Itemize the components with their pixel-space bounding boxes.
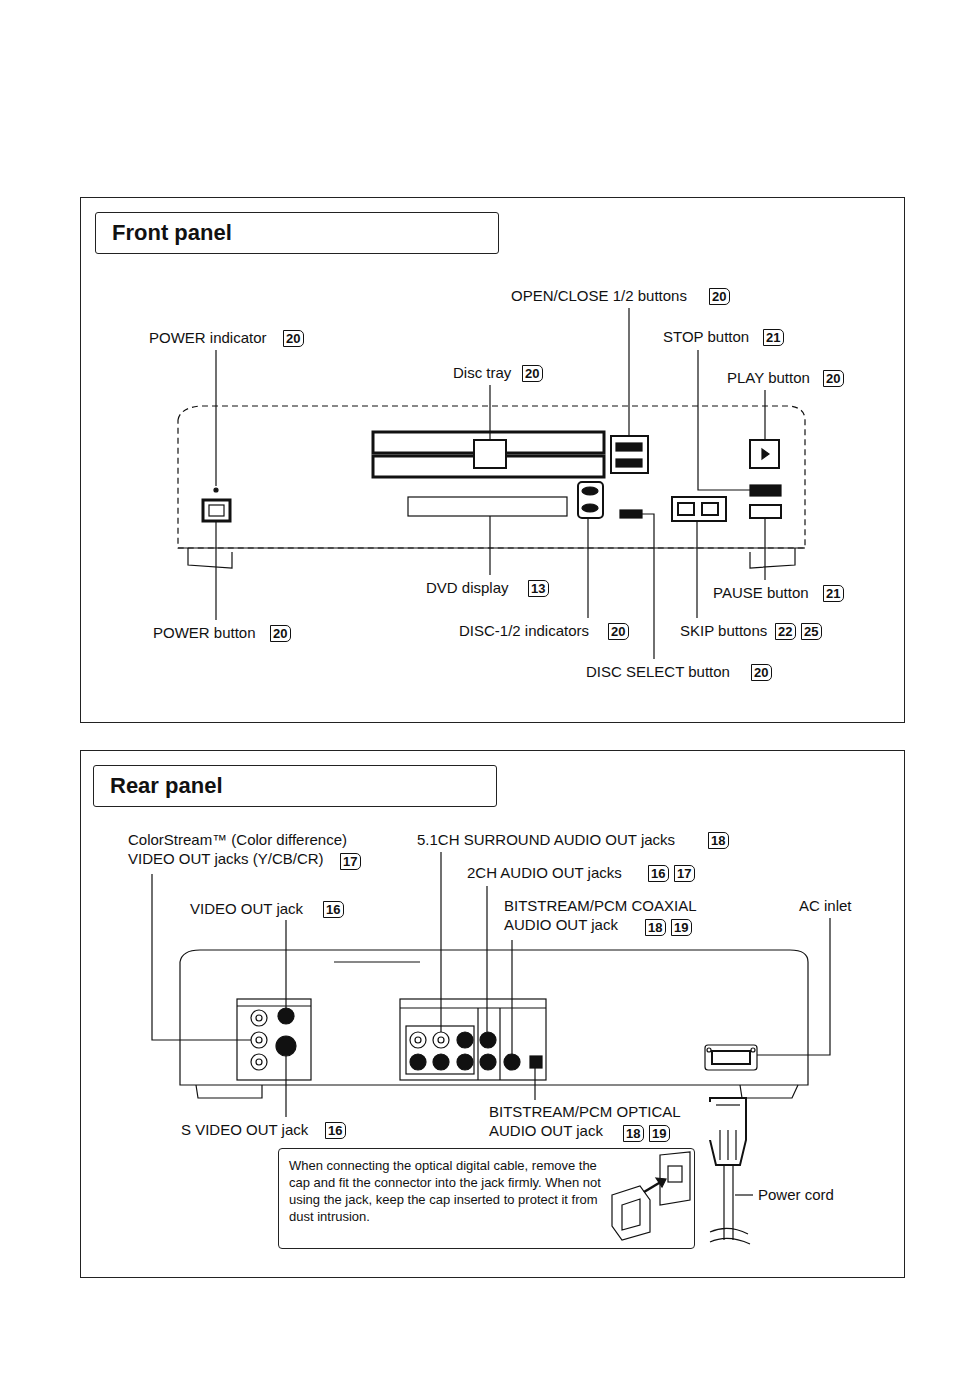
part-label: POWER indicator: [148, 328, 268, 347]
optical-cap-icon: [612, 1152, 690, 1240]
callout-number: 13: [528, 580, 549, 597]
part-label: STOP button: [662, 327, 750, 346]
part-label: 2CH AUDIO OUT jacks: [466, 863, 623, 882]
callout-number: 18: [708, 832, 729, 849]
part-label: Power cord: [757, 1185, 835, 1204]
callout-number: 17: [340, 853, 361, 870]
callout-number: 20: [270, 625, 291, 642]
leader-lines: [152, 852, 830, 1195]
heading-box: Rear panel: [93, 765, 497, 807]
callout-number: 16: [323, 901, 344, 918]
callout-number: 20: [283, 330, 304, 347]
callout-number: 20: [823, 370, 844, 387]
panel-heading: Front panel: [96, 213, 498, 253]
callout-number: 18: [623, 1125, 644, 1142]
callout-number: 18: [645, 919, 666, 936]
leader-lines: [216, 308, 765, 659]
callout-number: 20: [709, 288, 730, 305]
part-label: DISC SELECT button: [585, 662, 731, 681]
callout-number: 19: [671, 919, 692, 936]
component-jacks: [251, 1010, 267, 1070]
callout-number: 17: [674, 865, 695, 882]
part-label: VIDEO OUT jack: [189, 899, 304, 918]
part-label: DISC-1/2 indicators: [458, 621, 590, 640]
power-cord: [710, 1098, 750, 1244]
callout-number: 21: [823, 585, 844, 602]
part-label: POWER button: [152, 623, 257, 642]
part-label: AC inlet: [798, 896, 853, 915]
callout-number: 25: [801, 623, 822, 640]
callout-number: 20: [608, 623, 629, 640]
front-unit: [178, 406, 805, 568]
rear-unit: [180, 950, 808, 1098]
part-label: BITSTREAM/PCM OPTICAL AUDIO OUT jack: [488, 1102, 715, 1140]
panel-heading: Rear panel: [94, 766, 496, 806]
part-label: 5.1CH SURROUND AUDIO OUT jacks: [416, 830, 676, 849]
part-label: BITSTREAM/PCM COAXIAL AUDIO OUT jack: [503, 896, 730, 934]
callout-number: 20: [522, 365, 543, 382]
note-text: When connecting the optical digital cabl…: [279, 1149, 629, 1233]
part-label: OPEN/CLOSE 1/2 buttons: [510, 286, 688, 305]
panel-frame: Front panel: [80, 197, 905, 723]
heading-box: Front panel: [95, 212, 499, 254]
callout-number: 20: [751, 664, 772, 681]
callout-number: 22: [775, 623, 796, 640]
callout-number: 19: [649, 1125, 670, 1142]
part-label: SKIP buttons: [679, 621, 768, 640]
part-label: DVD display: [425, 578, 510, 597]
callout-number: 21: [763, 329, 784, 346]
callout-number: 16: [648, 865, 669, 882]
part-label: S VIDEO OUT jack: [180, 1120, 309, 1139]
note-box: When connecting the optical digital cabl…: [278, 1148, 695, 1249]
part-label: PAUSE button: [712, 583, 810, 602]
callout-number: 16: [325, 1122, 346, 1139]
part-label: Disc tray: [452, 363, 512, 382]
part-label: PLAY button: [726, 368, 811, 387]
